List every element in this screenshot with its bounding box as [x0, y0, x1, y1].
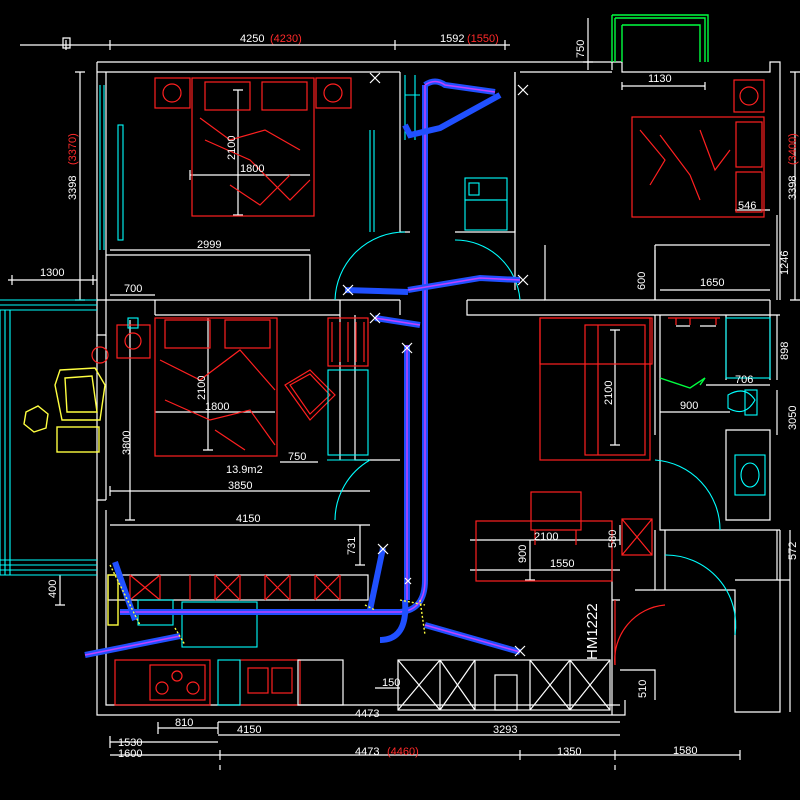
dim-bed1-1800: 1800	[240, 163, 264, 175]
vent-markers	[342, 72, 529, 657]
dim-3850: 3850	[228, 480, 252, 492]
door-swings	[327, 130, 737, 666]
dim-150: 150	[382, 677, 400, 689]
bedroom-2-furniture	[116, 317, 369, 457]
bedroom-1-furniture	[117, 77, 352, 241]
dim-1246: 1246	[779, 251, 791, 275]
dim-bed1-2100: 2100	[226, 136, 238, 160]
dim-table-580: 580	[607, 530, 619, 548]
dim-bottom-4473-2: 4473	[355, 746, 379, 758]
dim-572: 572	[787, 542, 799, 560]
dim-table-1550: 1550	[550, 558, 574, 570]
dimension-labels: 4250 (4230) 1592 (1550) 750 1130 3398 (3…	[40, 33, 799, 760]
dim-bottom-1350: 1350	[557, 746, 581, 758]
dim-top-1550: (1550)	[467, 33, 499, 45]
dim-bed2-2100: 2100	[196, 376, 208, 400]
dim-top-4230: (4230)	[270, 33, 302, 45]
dim-bottom-810: 810	[175, 717, 193, 729]
dim-3050: 3050	[787, 406, 799, 430]
dim-bed2-1800: 1800	[205, 401, 229, 413]
dim-right-3400: (3400)	[787, 133, 799, 165]
living-room-furniture	[475, 317, 653, 582]
bedroom-3-furniture	[631, 79, 765, 218]
dim-table-900: 900	[517, 545, 529, 563]
dim-400: 400	[47, 580, 59, 598]
dimension-lines	[8, 18, 800, 770]
dim-top-750: 750	[575, 40, 587, 58]
dim-bottom-4150: 4150	[237, 724, 261, 736]
dim-top-4250: 4250	[240, 33, 264, 45]
room-area-bedroom-2: 13.9m2	[226, 464, 263, 476]
dim-left-3800: 3800	[121, 431, 133, 455]
dim-750: 750	[288, 451, 306, 463]
dim-left-3370: (3370)	[67, 133, 79, 165]
dim-900: 900	[680, 400, 698, 412]
dim-top-1592: 1592	[440, 33, 464, 45]
bathroom-2-fixtures	[659, 317, 771, 496]
dim-1650: 1650	[700, 277, 724, 289]
dim-731: 731	[346, 537, 358, 555]
door-code-label: HM1222	[584, 603, 601, 660]
dim-bottom-3293: 3293	[493, 724, 517, 736]
dim-bed3-546: 546	[738, 200, 756, 212]
hvac-ducts	[84, 78, 521, 658]
dim-table-2100: 2100	[534, 531, 558, 543]
dim-left-1300: 1300	[40, 267, 64, 279]
dim-bottom-1600: 1600	[118, 748, 142, 760]
dim-right-3398: 3398	[787, 176, 799, 200]
dim-898: 898	[779, 342, 791, 360]
dim-510: 510	[637, 680, 649, 698]
dim-bottom-4473: 4473	[355, 708, 379, 720]
balcony-furniture	[23, 346, 109, 453]
dim-706: 706	[735, 374, 753, 386]
dim-sofa-2100: 2100	[603, 381, 615, 405]
dim-bottom-4460: (4460)	[387, 746, 419, 758]
balcony-rails	[0, 14, 709, 576]
dim-bottom-1580: 1580	[673, 745, 697, 757]
dim-left-3398: 3398	[67, 176, 79, 200]
dim-700: 700	[124, 283, 142, 295]
kitchen-fixtures	[107, 574, 611, 711]
dim-top-1130: 1130	[648, 73, 672, 85]
dim-2999: 2999	[197, 239, 221, 251]
dim-4150: 4150	[236, 513, 260, 525]
bathroom-1-fixtures	[127, 75, 508, 329]
dim-bottom-1530: 1530	[118, 737, 142, 749]
dim-600: 600	[636, 272, 648, 290]
